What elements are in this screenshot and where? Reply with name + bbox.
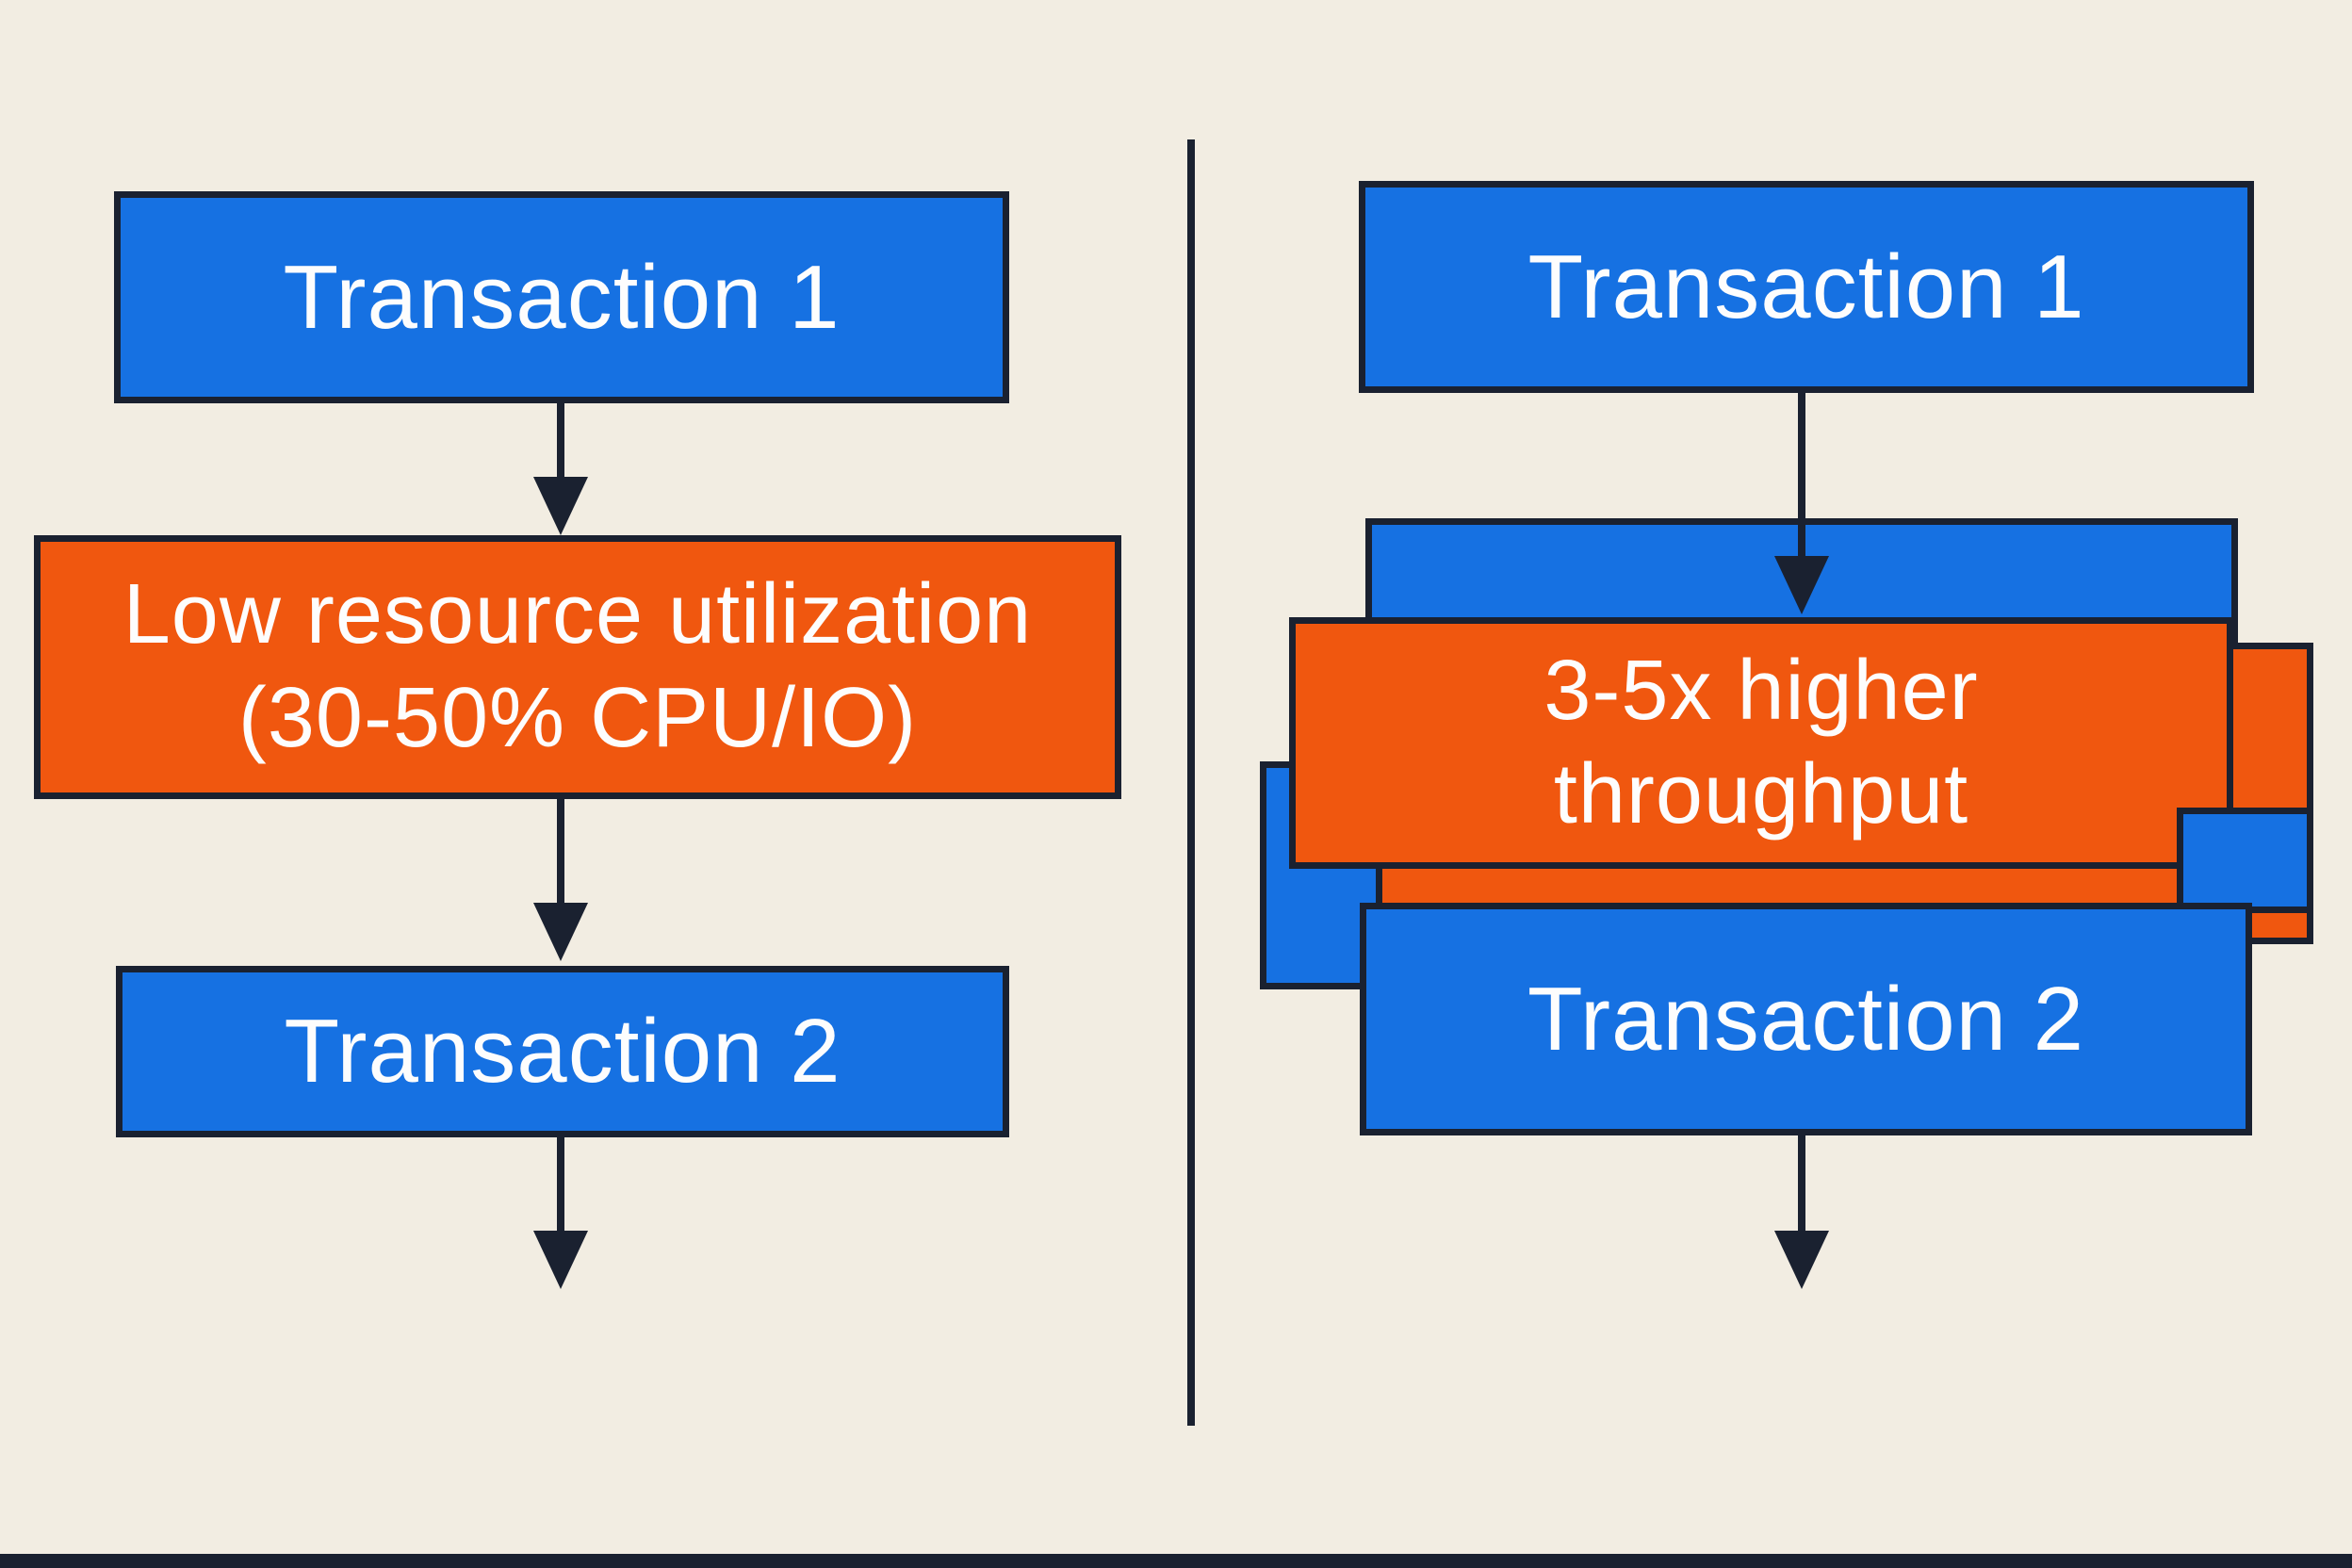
arrow-shaft xyxy=(557,799,564,903)
throughput-benefit-line1: 3-5x higher xyxy=(1544,643,1979,738)
throughput-benefit-label: 3-5x higher throughput xyxy=(1544,640,1978,847)
right-down-arrow-2 xyxy=(1774,1135,1829,1289)
arrow-head-icon xyxy=(533,477,588,535)
left-transaction-2-label: Transaction 2 xyxy=(284,1001,841,1102)
bottom-edge-bar xyxy=(0,1554,2352,1568)
arrow-shaft xyxy=(557,1137,564,1231)
left-down-arrow-3 xyxy=(533,1137,588,1289)
arrow-shaft xyxy=(1798,393,1805,556)
throughput-benefit-line2: throughput xyxy=(1553,746,1969,841)
arrow-head-icon xyxy=(1774,556,1829,614)
right-transaction-2-notch xyxy=(2177,808,2313,913)
right-down-arrow-1 xyxy=(1774,393,1829,614)
left-transaction-2-box: Transaction 2 xyxy=(116,966,1009,1137)
left-transaction-1-box: Transaction 1 xyxy=(114,191,1009,403)
right-transaction-1-label: Transaction 1 xyxy=(1527,236,2085,337)
divider-line xyxy=(1187,139,1195,1426)
arrow-shaft xyxy=(557,403,564,477)
right-transaction-1-box: Transaction 1 xyxy=(1359,181,2254,393)
arrow-head-icon xyxy=(1774,1231,1829,1289)
low-utilization-label: Low resource utilization (30-50% CPU/IO) xyxy=(123,564,1032,771)
arrow-head-icon xyxy=(533,903,588,961)
low-utilization-line1: Low resource utilization xyxy=(122,567,1033,662)
left-transaction-1-label: Transaction 1 xyxy=(283,246,841,348)
low-utilization-box: Low resource utilization (30-50% CPU/IO) xyxy=(34,535,1121,799)
throughput-benefit-box: 3-5x higher throughput xyxy=(1289,617,2233,869)
left-down-arrow-2 xyxy=(533,799,588,961)
low-utilization-line2: (30-50% CPU/IO) xyxy=(237,671,918,765)
right-transaction-2-label: Transaction 2 xyxy=(1527,968,2085,1070)
arrow-shaft xyxy=(1798,1135,1805,1231)
left-down-arrow-1 xyxy=(533,403,588,535)
arrow-head-icon xyxy=(533,1231,588,1289)
right-transaction-2-box: Transaction 2 xyxy=(1360,903,2252,1135)
